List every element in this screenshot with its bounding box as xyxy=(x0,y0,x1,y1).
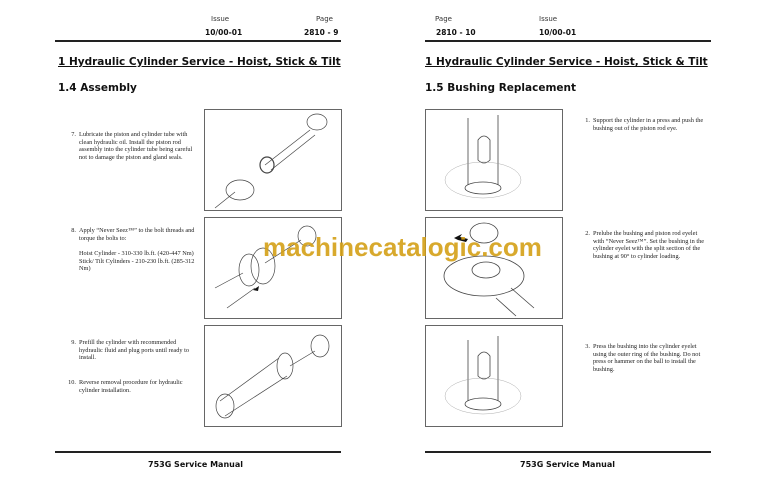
section-title: 1.5 Bushing Replacement xyxy=(425,82,577,94)
section-title: 1.4 Assembly xyxy=(58,82,137,94)
header-rule xyxy=(425,40,711,42)
step-1: 1.Support the cylinder in a press and pu… xyxy=(585,117,704,132)
header-rule xyxy=(55,40,341,42)
hoist-torque: Hoist Cylinder - 310-330 lb.ft. (420-447… xyxy=(79,250,194,258)
figure-bolt-torque xyxy=(204,217,342,319)
figure-bushing-removal xyxy=(425,109,563,211)
watermark: machinecatalogic.com xyxy=(263,232,542,262)
step-10: 10.Reverse removal procedure for hydraul… xyxy=(68,379,183,394)
footer-title: 753G Service Manual xyxy=(520,460,615,469)
chapter-title: 1 Hydraulic Cylinder Service - Hoist, St… xyxy=(425,56,708,68)
page-label: Page xyxy=(435,15,452,23)
issue-value: 10/00-01 xyxy=(205,28,243,37)
step-7: 7.Lubricate the piston and cylinder tube… xyxy=(71,131,193,161)
step-3: 3.Press the bushing into the cylinder ey… xyxy=(585,343,701,373)
step-8: 8.Apply “Never Seez™” to the bolt thread… xyxy=(71,227,195,273)
figure-cylinder-prefill xyxy=(204,325,342,427)
figure-piston-assembly xyxy=(204,109,342,211)
footer-title: 753G Service Manual xyxy=(148,460,243,469)
page-number: 2810 - 10 xyxy=(436,28,476,37)
footer-rule xyxy=(55,451,341,453)
step-9: 9.Prefill the cylinder with recommended … xyxy=(71,339,189,362)
page-number: 2810 - 9 xyxy=(304,28,339,37)
chapter-title: 1 Hydraulic Cylinder Service - Hoist, St… xyxy=(58,56,341,68)
figure-bushing-press xyxy=(425,325,563,427)
issue-label: Issue xyxy=(211,15,230,23)
stick-tilt-torque: Stick/ Tilt Cylinders - 210-230 lb.ft. (… xyxy=(79,257,195,273)
issue-value: 10/00-01 xyxy=(539,28,577,37)
step-2: 2.Prelube the bushing and piston rod eye… xyxy=(585,230,705,260)
page-label: Page xyxy=(316,15,333,23)
footer-rule xyxy=(425,451,711,453)
figure-bushing-install xyxy=(425,217,563,319)
issue-label: Issue xyxy=(539,15,558,23)
